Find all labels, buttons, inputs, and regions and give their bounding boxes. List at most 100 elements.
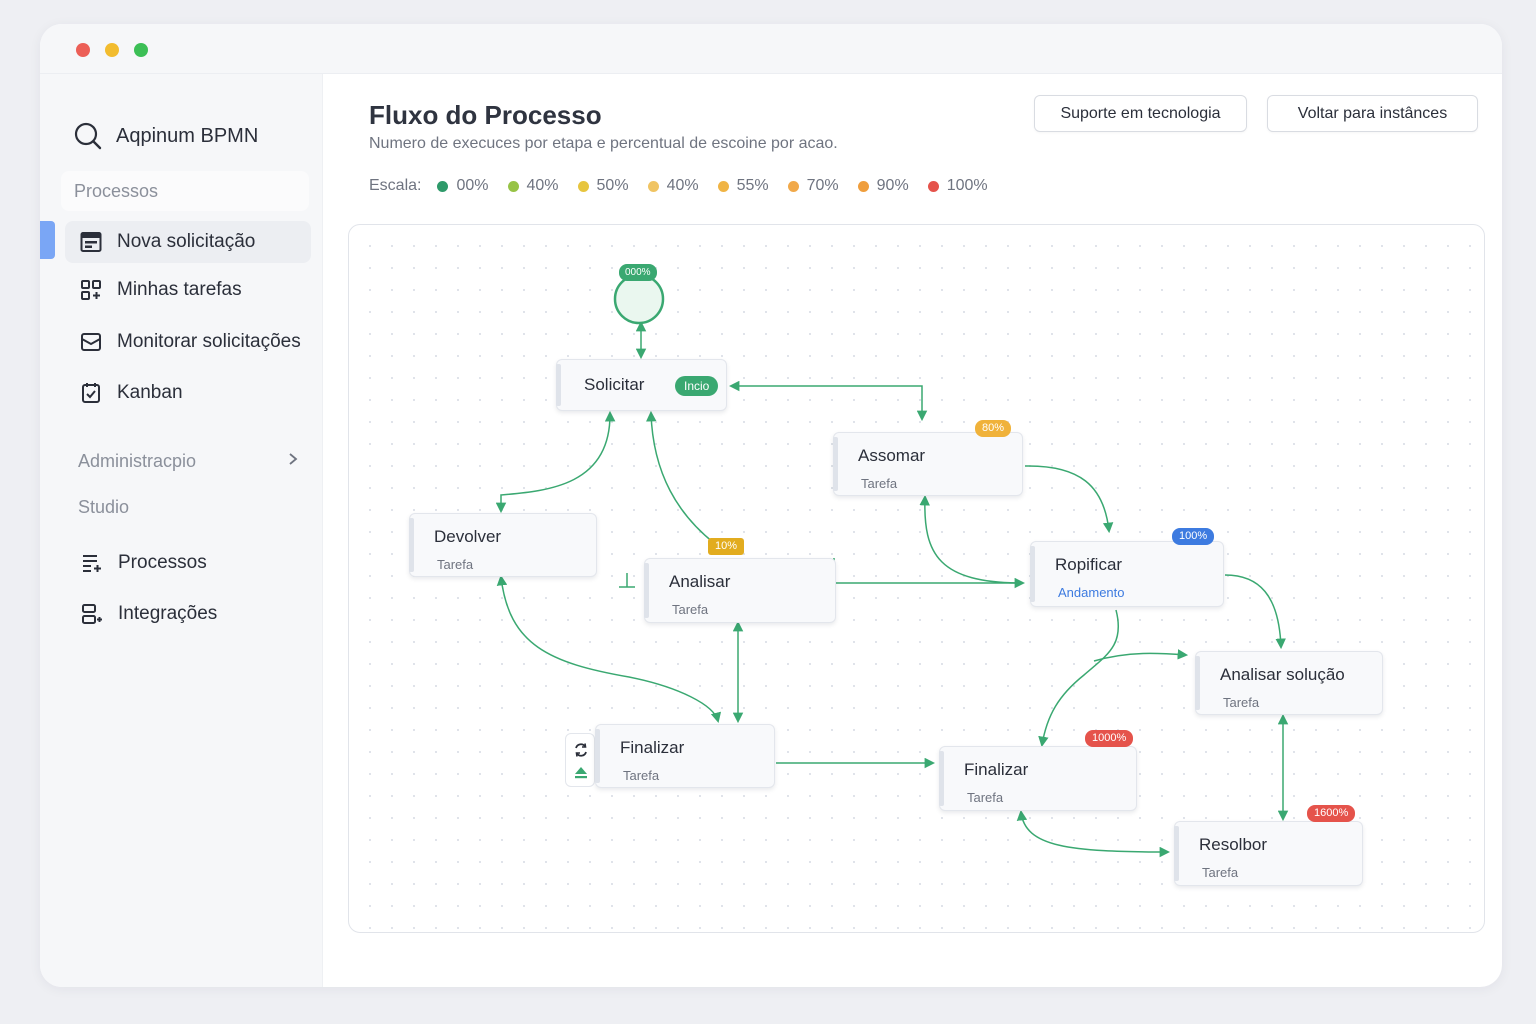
- active-indicator: [40, 221, 55, 259]
- scale-swatch: [507, 180, 519, 192]
- sidebar-item-kanban[interactable]: Kanban: [65, 372, 311, 414]
- node-analisar-solucao[interactable]: Analisar solução Tarefa: [1195, 651, 1383, 715]
- node-subtitle: Andamento: [1058, 585, 1125, 600]
- minimize-window-button[interactable]: [105, 43, 119, 57]
- scale-item: 55%: [717, 177, 769, 195]
- scale-item: 70%: [787, 177, 839, 195]
- maximize-window-button[interactable]: [134, 43, 148, 57]
- node-title: Resolbor: [1199, 835, 1268, 854]
- edge-solicitar-analisar: [646, 410, 715, 544]
- edge-solicitar-devolver: [495, 410, 616, 514]
- edge-ropificar-analisar-solucao: [1224, 574, 1286, 650]
- node-title: Analisar solução: [1220, 665, 1345, 684]
- node-resolbor[interactable]: Resolbor Tarefa: [1174, 821, 1363, 886]
- scale-item: 00%: [437, 177, 489, 195]
- start-pill: Incio: [675, 376, 719, 396]
- main-content: Fluxo do Processo Numero de execuces por…: [323, 74, 1502, 987]
- node-devolver[interactable]: Devolver Tarefa: [409, 513, 597, 577]
- node-subtitle: Tarefa: [1223, 695, 1260, 710]
- node-title: Assomar: [858, 446, 926, 465]
- scale-swatch: [717, 180, 729, 192]
- node-assomar[interactable]: Assomar Tarefa: [833, 432, 1023, 496]
- tasks-icon: [81, 280, 101, 300]
- scale-value: 50%: [596, 177, 629, 194]
- node-resolbor-badge: 1600%: [1307, 805, 1356, 822]
- node-title: Finalizar: [964, 760, 1029, 779]
- scale-value: 40%: [526, 177, 559, 194]
- edge-finalizar2-analisar-solucao: [1093, 649, 1189, 662]
- back-to-instances-button[interactable]: Voltar para instânces: [1267, 95, 1478, 132]
- close-window-button[interactable]: [76, 43, 90, 57]
- scale-item: 100%: [927, 177, 988, 195]
- scale-item: 40%: [507, 177, 559, 195]
- scale-item: 40%: [647, 177, 699, 195]
- edge-devolver-finalizar: [496, 574, 722, 724]
- sidebar-item-minhas-tarefas[interactable]: Minhas tarefas: [65, 269, 311, 311]
- sidebar-item-label: Kanban: [117, 382, 183, 403]
- start-event[interactable]: [613, 273, 665, 325]
- node-subtitle: Tarefa: [623, 768, 660, 783]
- scale-swatch: [577, 180, 589, 192]
- chevron-right-icon[interactable]: [286, 452, 300, 466]
- scale-value: 40%: [666, 177, 699, 194]
- sidebar-item-processos[interactable]: Processos: [66, 542, 312, 584]
- scale-swatch: [647, 180, 659, 192]
- sidebar-item-label: Processos: [118, 552, 207, 573]
- list-add-icon: [83, 555, 101, 572]
- edge-analisar-ropificar: [833, 558, 1026, 589]
- node-subtitle: Tarefa: [1202, 865, 1239, 880]
- node-analisar-badge: 10%: [708, 538, 745, 555]
- title-bar: [40, 24, 1502, 74]
- node-title: Ropificar: [1055, 555, 1123, 574]
- node-finalizar-2-badge: 1000%: [1085, 730, 1134, 747]
- node-ropificar[interactable]: Ropificar Andamento: [1030, 541, 1224, 607]
- section-processos: Processos: [61, 171, 309, 211]
- scale-value: 70%: [806, 177, 839, 194]
- edge-finalizar2-resolbor: [1016, 809, 1171, 858]
- admin-group-label[interactable]: Administracpio: [78, 451, 197, 471]
- sidebar: Aqpinum BPMN Processos Nova solicitação …: [40, 74, 323, 987]
- brand[interactable]: Aqpinum BPMN: [74, 122, 258, 150]
- node-finalizar-1[interactable]: Finalizar Tarefa: [595, 724, 775, 788]
- scale-label: Escala:: [369, 177, 422, 194]
- inbox-icon: [81, 333, 101, 351]
- studio-group-label: Studio: [78, 497, 130, 517]
- node-subtitle: Tarefa: [861, 476, 898, 491]
- node-finalizar-2[interactable]: Finalizar Tarefa: [939, 746, 1137, 811]
- start-event-badge: 000%: [619, 264, 657, 281]
- scale-legend: Escala: 00% 40% 50% 40% 55% 70% 90% 100%: [369, 177, 1007, 195]
- sidebar-item-integracoes[interactable]: Integrações: [66, 593, 312, 635]
- node-title: Solicitar: [584, 375, 645, 394]
- support-button[interactable]: Suporte em tecnologia: [1034, 95, 1247, 132]
- sidebar-item-label: Nova solicitação: [117, 231, 256, 252]
- edge-solicitar-assomar: [728, 380, 928, 422]
- node-subtitle: Tarefa: [672, 602, 709, 617]
- eject-icon[interactable]: [573, 764, 589, 780]
- sidebar-item-label: Integrações: [118, 603, 218, 624]
- page-title: Fluxo do Processo: [369, 100, 602, 130]
- scale-swatch: [927, 180, 939, 192]
- search-icon: [74, 122, 102, 150]
- sidebar-item-monitorar-solicitacoes[interactable]: Monitorar solicitações: [65, 321, 311, 363]
- node-title: Finalizar: [620, 738, 685, 757]
- edge-assomar-ropificar-curve: [1024, 465, 1114, 534]
- edge-ropificar-finalizar2: [1038, 609, 1120, 748]
- node-subtitle: Tarefa: [437, 557, 474, 572]
- node-ropificar-badge: 100%: [1172, 528, 1215, 545]
- scale-item: 50%: [577, 177, 629, 195]
- process-flow-canvas[interactable]: 000% Solicitar Incio Assomar Tarefa 80% …: [348, 224, 1485, 933]
- node-tools: [565, 733, 595, 787]
- node-analisar[interactable]: Analisar Tarefa: [644, 558, 836, 623]
- connector-stub: [619, 573, 635, 588]
- calendar-check-icon: [82, 383, 100, 403]
- sidebar-item-nova-solicitacao[interactable]: Nova solicitação: [65, 221, 311, 263]
- scale-swatch: [437, 180, 449, 192]
- scale-value: 90%: [876, 177, 909, 194]
- page-subtitle: Numero de execuces por etapa e percentua…: [369, 135, 838, 152]
- app-window: Aqpinum BPMN Processos Nova solicitação …: [40, 24, 1502, 987]
- sidebar-item-label: Monitorar solicitações: [117, 331, 301, 352]
- scale-swatch: [787, 180, 799, 192]
- node-solicitar[interactable]: Solicitar Incio: [556, 359, 727, 411]
- refresh-icon[interactable]: [573, 742, 589, 758]
- sidebar-item-label: Minhas tarefas: [117, 279, 242, 300]
